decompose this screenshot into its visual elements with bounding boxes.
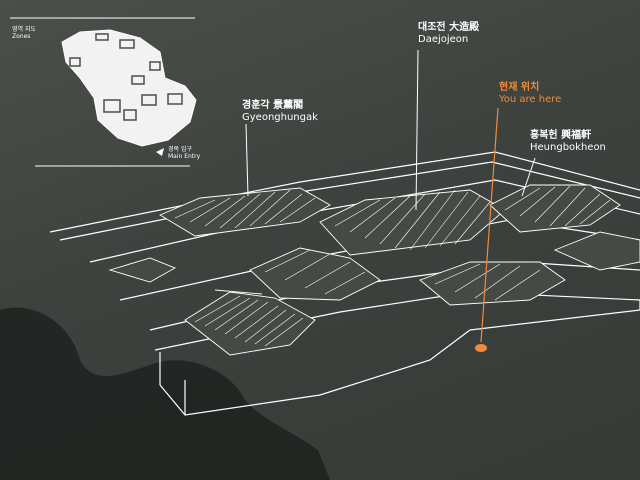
zones-outline xyxy=(61,29,197,147)
entry-arrow-icon xyxy=(156,148,164,156)
roof-hatching xyxy=(194,295,304,347)
label-you-are-here: 현재 위치 You are here xyxy=(499,82,562,105)
main-entry-label: 경복 입구 Main Entry xyxy=(168,146,201,160)
label-gyeonghungak: 경훈각 景薰閣 Gyeonghungak xyxy=(242,100,318,123)
photographer-shadow xyxy=(0,307,330,480)
you-are-here-marker xyxy=(475,344,487,352)
label-daejojeon: 대조전 大造殿 Daejojeon xyxy=(418,22,480,45)
you-are-here-leader xyxy=(480,107,499,343)
label-heungbokheon: 흥복헌 興福軒 Heungbokheon xyxy=(530,130,606,153)
zones-map-title: 영역 지도 Zones xyxy=(12,26,36,40)
